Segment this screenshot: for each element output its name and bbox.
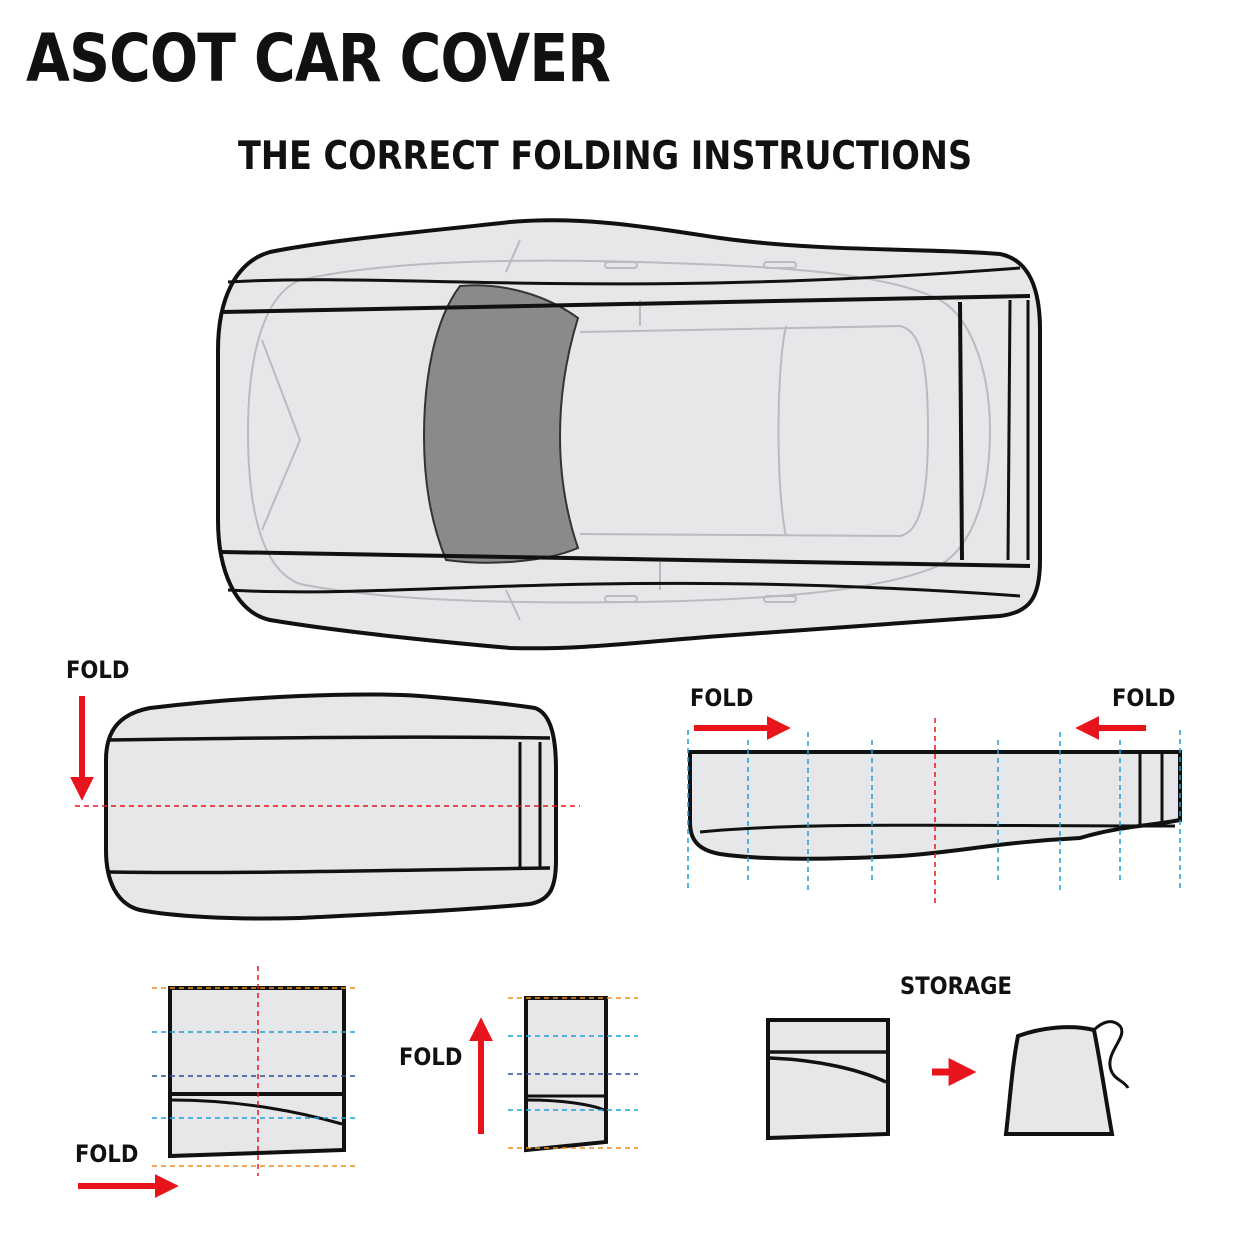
step-1-folded-lengthwise: [70, 692, 580, 921]
fold-label-step-2-left: FOLD: [690, 684, 754, 712]
fold-label-step-2-right: FOLD: [1112, 684, 1176, 712]
windshield: [422, 284, 580, 564]
page-subtitle: THE CORRECT FOLDING INSTRUCTIONS: [238, 134, 973, 179]
storage-label: STORAGE: [900, 972, 1012, 1000]
folded-cover-package: [766, 1018, 890, 1141]
step-3-square: [78, 966, 356, 1198]
page-title: ASCOT CAR COVER: [26, 20, 611, 97]
storage-step: [766, 1018, 1130, 1141]
step-2-folded-strip: [687, 716, 1182, 904]
fold-label-step-3: FOLD: [75, 1140, 139, 1168]
step-4-narrow: [469, 996, 638, 1153]
fold-label-step-1: FOLD: [66, 656, 130, 684]
fold-label-step-4: FOLD: [399, 1043, 463, 1071]
covered-car-top-view: [216, 218, 1042, 651]
storage-bag-icon: [1003, 1020, 1130, 1136]
